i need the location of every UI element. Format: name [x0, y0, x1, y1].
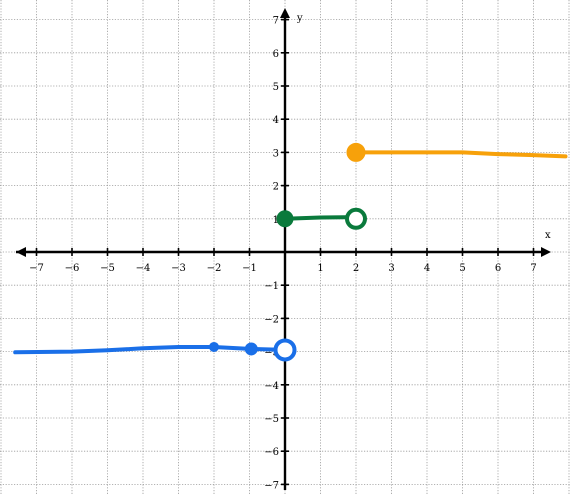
x-tick-label: −6: [65, 263, 80, 274]
series-2: [13, 338, 297, 362]
x-tick-label: −4: [136, 263, 151, 274]
closed-endpoint-marker: [276, 210, 294, 228]
open-endpoint-marker: [345, 207, 367, 230]
x-tick-label: 7: [530, 263, 536, 274]
x-tick-label: 1: [317, 263, 323, 274]
x-tick-label: −2: [207, 263, 222, 274]
x-tick-label: 5: [459, 263, 465, 274]
x-tick-label: 2: [353, 263, 359, 274]
x-tick-label: 4: [424, 263, 430, 274]
x-tick-label: −3: [171, 263, 186, 274]
series-0: [346, 142, 568, 162]
y-tick-label: −6: [264, 447, 279, 458]
axes: [16, 8, 551, 490]
y-tick-label: 1: [273, 215, 279, 226]
y-tick-label: 6: [273, 49, 279, 60]
series-line: [283, 215, 358, 221]
x-axis-label: x: [545, 230, 551, 241]
closed-endpoint-marker: [209, 341, 219, 352]
series-1: [276, 207, 367, 230]
series-line: [13, 345, 287, 355]
y-tick-label: 5: [273, 82, 279, 93]
y-tick-label: −1: [264, 281, 279, 292]
y-tick-label: 4: [273, 115, 279, 126]
y-tick-label: 2: [273, 182, 279, 193]
y-axis-label: y: [296, 13, 303, 24]
y-tick-label: −4: [264, 381, 279, 392]
y-tick-label: −7: [264, 480, 279, 491]
y-tick-label: 7: [273, 16, 279, 27]
series-layer: [13, 142, 568, 362]
x-tick-label: −1: [242, 263, 257, 274]
y-tick-label: −2: [264, 314, 279, 325]
y-tick-label: −5: [264, 414, 279, 425]
ticks: −7 −6 −5 −4 −3 −2 −1 1 2 3 4 5 6 7 −7 −6 −5 −4 −3 −2 −1 1 2 3 4 5…: [29, 16, 537, 492]
x-tick-label: −5: [100, 263, 115, 274]
x-axis-arrow: [541, 247, 551, 257]
y-axis-arrow: [280, 8, 290, 18]
closed-endpoint-marker: [346, 142, 366, 162]
x-axis-arrow-left: [16, 247, 26, 257]
series-line: [354, 150, 568, 159]
x-tick-label: −7: [29, 263, 44, 274]
x-tick-label: 6: [495, 263, 501, 274]
y-tick-label: 3: [273, 148, 279, 159]
open-endpoint-marker: [273, 338, 297, 362]
closed-endpoint-marker: [244, 342, 258, 356]
y-tick-label: −3: [264, 348, 279, 359]
x-tick-label: 3: [388, 263, 394, 274]
